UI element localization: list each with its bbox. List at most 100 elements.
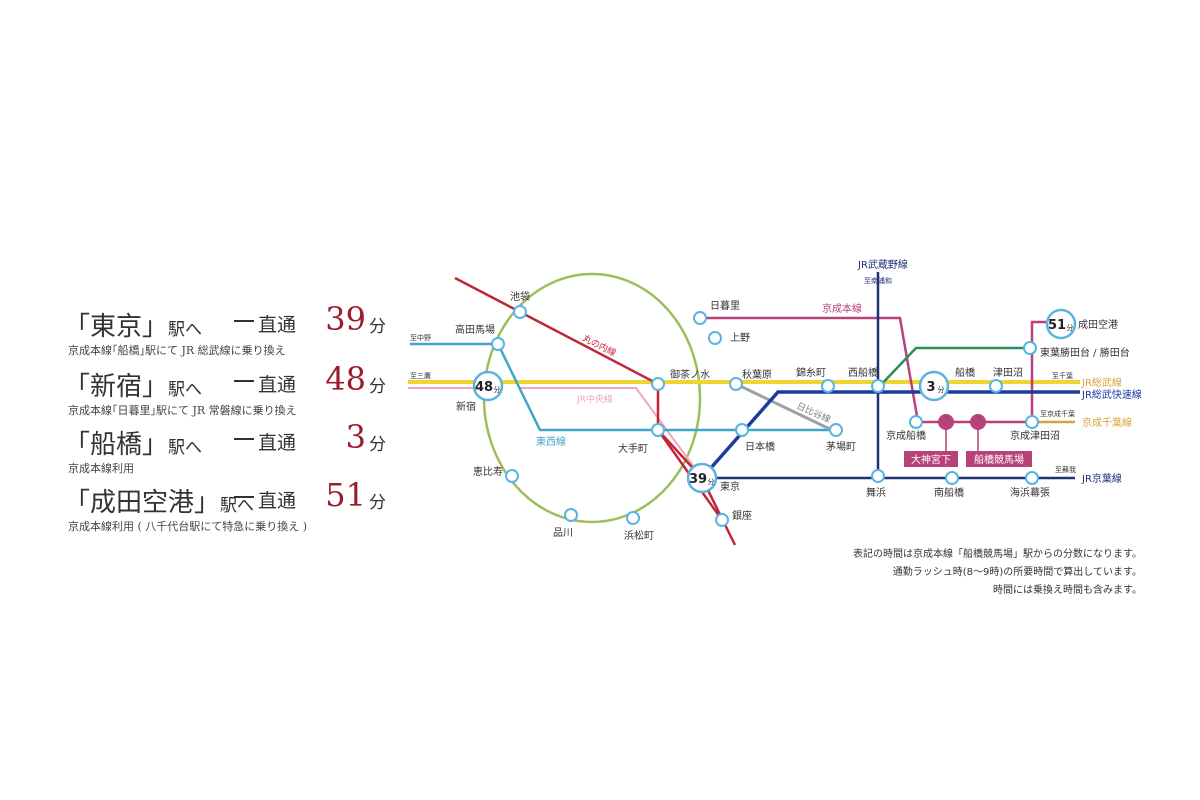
line-musashino-direction: 至南浦和	[864, 276, 892, 285]
station-marker-toyokatsutadai	[1023, 341, 1037, 355]
station-funabashi: 船橋	[955, 366, 975, 379]
station-akihabara: 秋葉原	[742, 368, 772, 381]
station-marker-hamamatsucho	[626, 511, 640, 525]
badge-shinjuku-ring	[472, 370, 504, 402]
station-marker-nihonbashi	[735, 423, 749, 437]
route-direct-label: 直通	[258, 432, 297, 454]
badge-narita-ring	[1045, 308, 1077, 340]
station-marker-otemachi	[651, 423, 665, 437]
station-keiseifunabashi: 京成船橋	[886, 429, 926, 442]
route-direct-label: 直通	[258, 374, 297, 396]
station-marker-maihama	[871, 469, 885, 483]
station-marker-kayabacho	[829, 423, 843, 437]
badge-funabashi: 3 分	[918, 370, 950, 402]
line-tozai-label: 東西線	[536, 435, 566, 448]
route-unit: 分	[369, 435, 386, 455]
station-otemachi: 大手町	[618, 442, 648, 455]
station-marker-nishifunabashi	[871, 379, 885, 393]
station-ochanomizu: 御茶ノ水	[670, 368, 710, 381]
line-sobu-label: JR総武線	[1081, 376, 1122, 389]
station-marker-ikebukuro	[513, 305, 527, 319]
route-note: 京成本線利用	[68, 462, 134, 475]
station-marker-ueno	[708, 331, 722, 345]
station-marker-tsudanuma	[989, 379, 1003, 393]
route-dash	[234, 496, 254, 498]
direction-chiba: 至千葉	[1052, 371, 1073, 380]
line-musashino-label: JR武蔵野線	[857, 258, 908, 271]
line-chuo-label: JR中央線	[576, 393, 613, 405]
station-minamifunabashi: 南船橋	[934, 486, 964, 499]
station-markers	[491, 305, 1039, 527]
badge-tokyo-ring	[686, 462, 718, 494]
route-dash	[234, 438, 254, 440]
route-direct-label: 直通	[258, 490, 297, 512]
station-ikebukuro: 池袋	[510, 290, 530, 303]
badge-narita: 51 分	[1045, 308, 1077, 340]
station-marker-shinagawa	[564, 508, 578, 522]
badge-shinjuku-value: 48	[475, 380, 493, 395]
sobu-rapid-line	[700, 390, 1080, 480]
route-dash	[234, 380, 254, 382]
station-marker-nippori	[693, 311, 707, 325]
station-marker-keiseifunabashi	[909, 415, 923, 429]
route-minutes: 51	[325, 476, 366, 514]
badge-funabashi-ring	[918, 370, 950, 402]
badge-funabashi-value: 3	[926, 380, 935, 395]
toyo-line	[877, 346, 1030, 389]
funabashikeibajo-label-box	[966, 451, 1032, 467]
route-minutes: 48	[325, 360, 366, 398]
route-unit: 分	[369, 377, 386, 397]
station-marker-keiseitsudanuma	[1025, 415, 1039, 429]
badge-funabashi-unit: 分	[938, 385, 945, 394]
ogamiyashita-label-box	[904, 451, 958, 467]
badge-tokyo: 39 分	[686, 462, 718, 494]
route-destination: 「東京」駅へ	[64, 312, 203, 342]
station-maihama: 舞浜	[866, 487, 886, 499]
chuo-pink-line	[520, 387, 703, 479]
station-marker-kaihinmakuhari	[1025, 471, 1039, 485]
line-sobu-rapid-label: JR総武快速線	[1081, 388, 1142, 401]
line-marunouchi-label: 丸の内線	[581, 332, 619, 359]
footnote-3: 時間には乗換え時間も含みます。	[993, 585, 1142, 596]
route-note: 京成本線｢船橋｣駅にて JR 総武線に乗り換え	[68, 344, 286, 357]
badge-shinjuku: 48 分	[472, 370, 504, 402]
direction-nakano: 至中野	[410, 333, 431, 342]
station-marker-kinshicho	[821, 379, 835, 393]
station-marker-ginza	[715, 513, 729, 527]
station-kayabacho: 茅場町	[826, 440, 856, 453]
route-direct-label: 直通	[258, 314, 297, 336]
line-keisei-chiba-label: 京成千葉線	[1082, 416, 1132, 429]
route-minutes: 39	[325, 300, 366, 338]
station-marker-akihabara	[729, 377, 743, 391]
route-destination: 「成田空港」駅へ	[64, 488, 255, 518]
station-ebisu: 恵比寿	[473, 465, 503, 478]
badge-narita-value: 51	[1048, 318, 1066, 333]
station-labels: 池袋 高田馬場 新宿 恵比寿 品川 浜松町 日暮里 上野 御茶ノ水 秋葉原 大手…	[455, 290, 1130, 542]
station-marker-takadanobaba	[491, 337, 505, 351]
station-nihonbashi: 日本橋	[745, 440, 775, 453]
station-takadanobaba: 高田馬場	[455, 323, 495, 336]
station-narita: 成田空港	[1078, 318, 1118, 331]
tozai-line	[410, 342, 836, 432]
badge-tokyo-unit: 分	[708, 477, 715, 486]
direction-soga: 至蘇我	[1055, 465, 1076, 474]
station-marker-ebisu	[505, 469, 519, 483]
badge-narita-unit: 分	[1067, 323, 1074, 332]
station-ginza: 銀座	[732, 509, 752, 522]
marunouchi-line	[454, 276, 737, 546]
station-kinshicho: 錦糸町	[796, 366, 826, 379]
badge-shinjuku-unit: 分	[494, 385, 501, 394]
station-marker-ochanomizu	[651, 377, 665, 391]
station-keiseitsudanuma: 京成津田沼	[1010, 429, 1060, 442]
route-unit: 分	[369, 493, 386, 513]
footnote-2: 通勤ラッシュ時(8〜9時)の所要時間で算出しています。	[892, 567, 1142, 578]
station-toyokatsutadai: 東葉勝田台 / 勝田台	[1040, 346, 1130, 359]
station-shinagawa: 品川	[553, 527, 573, 539]
badge-tokyo-value: 39	[689, 472, 707, 487]
route-destination: 「新宿」駅へ	[64, 372, 203, 402]
station-nishifunabashi: 西船橋	[848, 366, 878, 379]
station-tsudanuma: 津田沼	[993, 366, 1023, 379]
station-ueno: 上野	[730, 332, 750, 344]
line-keiyo-label: JR京葉線	[1081, 472, 1122, 485]
